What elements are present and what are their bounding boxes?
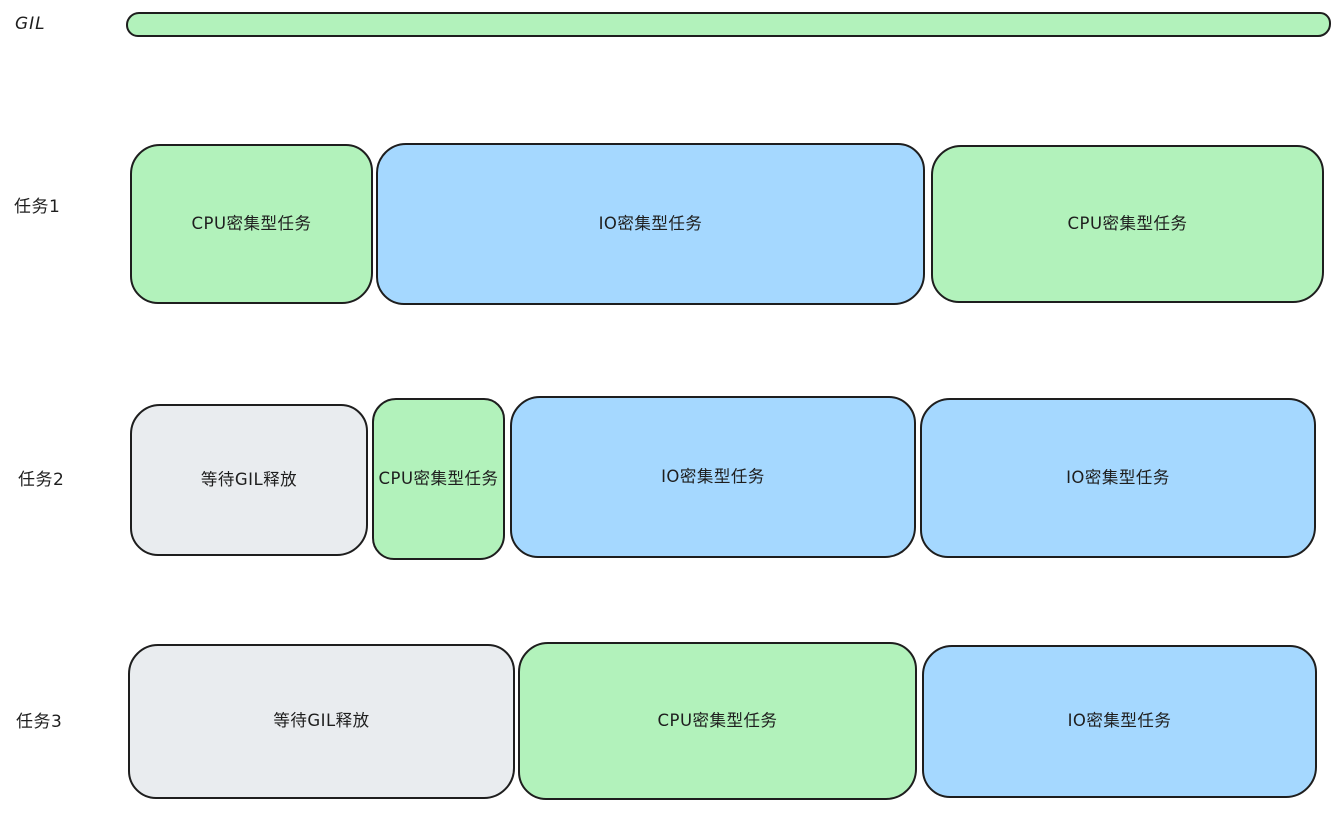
segment-cpu: CPU密集型任务: [518, 642, 917, 800]
segment-text: IO密集型任务: [1067, 711, 1172, 731]
gil-label: GIL: [15, 14, 46, 34]
segment-cpu: CPU密集型任务: [130, 144, 373, 304]
segment-text: 等待GIL释放: [273, 711, 370, 731]
segment-text: CPU密集型任务: [657, 710, 778, 730]
segment-text: CPU密集型任务: [191, 213, 312, 233]
segment-wait: 等待GIL释放: [130, 404, 368, 556]
segment-wait: 等待GIL释放: [128, 644, 515, 799]
row-label-task3: 任务3: [16, 712, 63, 732]
segment-cpu: CPU密集型任务: [931, 145, 1324, 303]
segment-text: 等待GIL释放: [200, 469, 298, 489]
row-label-task2: 任务2: [18, 470, 65, 490]
segment-io: IO密集型任务: [920, 398, 1316, 558]
segment-io: IO密集型任务: [510, 396, 916, 558]
segment-text: CPU密集型任务: [378, 468, 499, 488]
gil-bar: [126, 12, 1331, 37]
row-label-task1: 任务1: [14, 197, 61, 217]
segment-cpu: CPU密集型任务: [372, 398, 505, 560]
segment-text: IO密集型任务: [661, 466, 765, 486]
segment-io: IO密集型任务: [376, 143, 925, 305]
segment-text: IO密集型任务: [598, 213, 703, 233]
segment-io: IO密集型任务: [922, 645, 1317, 798]
segment-text: IO密集型任务: [1066, 467, 1170, 487]
segment-text: CPU密集型任务: [1067, 213, 1188, 233]
